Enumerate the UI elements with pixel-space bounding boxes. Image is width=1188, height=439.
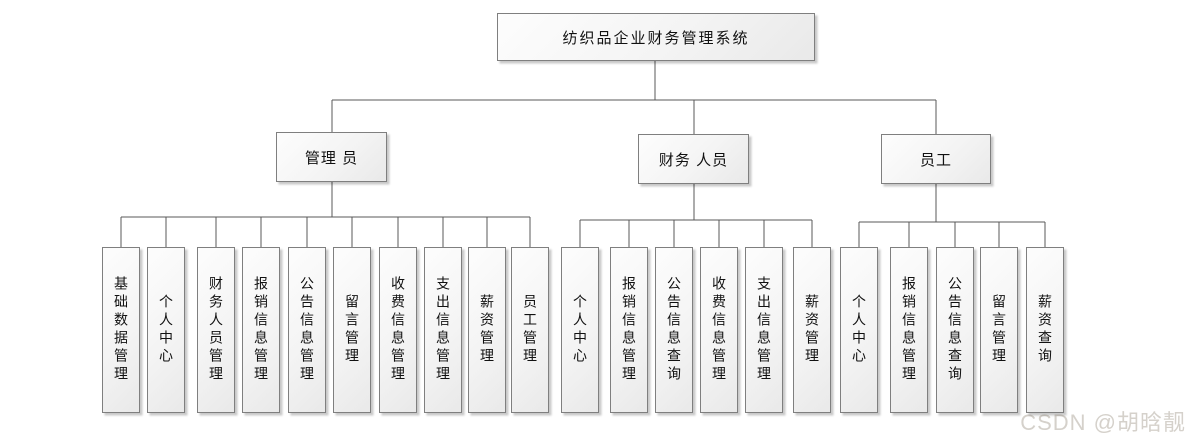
leaf-label: 收费信息管理 <box>390 276 406 384</box>
admin-node-employee-management: 员工管理 <box>511 247 549 413</box>
leaf-label: 公告信息管理 <box>299 276 315 384</box>
admin-node-announcement-info-management: 公告信息管理 <box>288 247 326 413</box>
finance-node-personal-center: 个人中心 <box>561 247 599 413</box>
leaf-label: 财务人员管理 <box>208 276 224 384</box>
root-node-system-title: 纺织品企业财务管理系统 <box>497 13 815 61</box>
leaf-label: 公告信息查询 <box>947 276 963 384</box>
leaf-label: 报销信息管理 <box>253 276 269 384</box>
leaf-label: 个人中心 <box>158 294 174 366</box>
leaf-label: 个人中心 <box>851 294 867 366</box>
leaf-label: 薪资管理 <box>804 294 820 366</box>
admin-node-expense-info-management: 支出信息管理 <box>424 247 462 413</box>
leaf-label: 支出信息管理 <box>435 276 451 384</box>
leaf-label: 基础数据管理 <box>113 276 129 384</box>
admin-node-basic-data-management: 基础数据管理 <box>102 247 140 413</box>
leaf-label: 留言管理 <box>344 294 360 366</box>
leaf-label: 报销信息管理 <box>901 276 917 384</box>
admin-node-personal-center: 个人中心 <box>147 247 185 413</box>
csdn-watermark: CSDN @胡晗靓 <box>1020 410 1186 435</box>
admin-node-message-management: 留言管理 <box>333 247 371 413</box>
node-finance-staff: 财务 人员 <box>638 134 749 184</box>
node-admin: 管理 员 <box>276 132 387 182</box>
admin-node-reimbursement-info-management: 报销信息管理 <box>242 247 280 413</box>
employee-node-message-management: 留言管理 <box>980 247 1018 413</box>
admin-node-finance-staff-management: 财务人员管理 <box>197 247 235 413</box>
leaf-label: 个人中心 <box>572 294 588 366</box>
leaf-label: 公告信息查询 <box>666 276 682 384</box>
employee-node-announcement-info-query: 公告信息查询 <box>936 247 974 413</box>
employee-node-personal-center: 个人中心 <box>840 247 878 413</box>
leaf-label: 薪资管理 <box>479 294 495 366</box>
admin-node-charge-info-management: 收费信息管理 <box>379 247 417 413</box>
finance-node-announcement-info-query: 公告信息查询 <box>655 247 693 413</box>
finance-node-charge-info-management: 收费信息管理 <box>700 247 738 413</box>
leaf-label: 收费信息管理 <box>711 276 727 384</box>
finance-node-reimbursement-info-management: 报销信息管理 <box>610 247 648 413</box>
leaf-label: 报销信息管理 <box>621 276 637 384</box>
leaf-label: 薪资查询 <box>1037 294 1053 366</box>
employee-node-reimbursement-info-management: 报销信息管理 <box>890 247 928 413</box>
admin-node-salary-management: 薪资管理 <box>468 247 506 413</box>
leaf-label: 留言管理 <box>991 294 1007 366</box>
leaf-label: 支出信息管理 <box>756 276 772 384</box>
node-employee: 员工 <box>881 134 991 184</box>
employee-node-salary-query: 薪资查询 <box>1026 247 1064 413</box>
leaf-label: 员工管理 <box>522 294 538 366</box>
finance-node-expense-info-management: 支出信息管理 <box>745 247 783 413</box>
finance-node-salary-management: 薪资管理 <box>793 247 831 413</box>
